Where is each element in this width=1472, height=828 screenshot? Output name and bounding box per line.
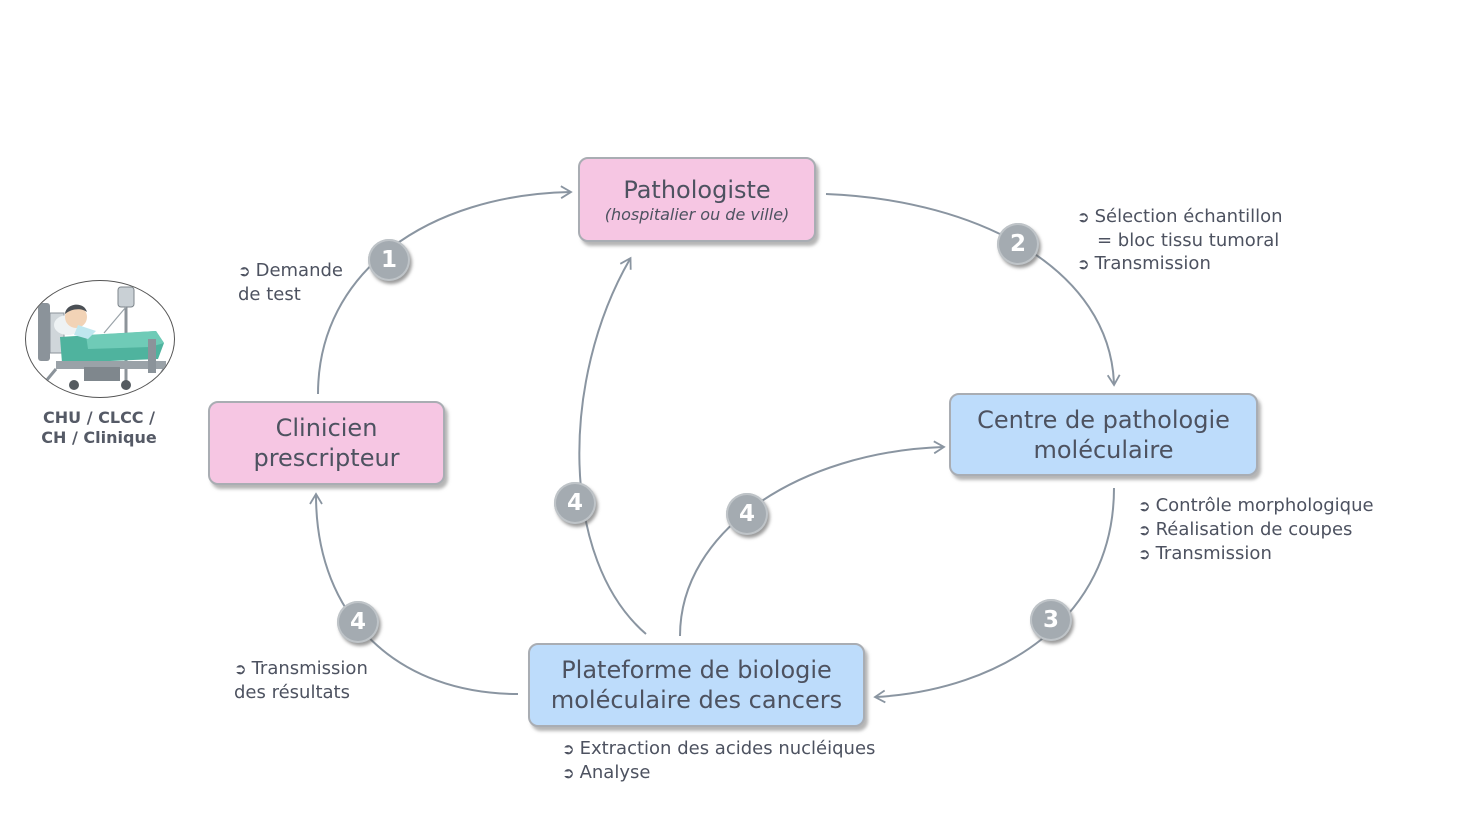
step-badge-3: 3 xyxy=(1030,599,1072,641)
arrow-plateforme-to-centre xyxy=(679,440,946,637)
clinicien-line1: Clinicien xyxy=(275,414,378,442)
centre-line1: Centre de pathologie xyxy=(977,405,1230,434)
note-selection-echantillon: ➲Sélection échantillon = bloc tissu tumo… xyxy=(1077,206,1283,274)
bullet-arrow-icon: ➲ xyxy=(1077,208,1090,226)
arrow-pathologiste-to-centre xyxy=(825,193,1121,387)
step-badge-4-pathologiste: 4 xyxy=(554,482,596,524)
bullet-arrow-icon: ➲ xyxy=(238,262,251,280)
bullet-arrow-icon: ➲ xyxy=(1077,255,1090,273)
box-plateforme: Plateforme de biologie moléculaire des c… xyxy=(528,643,865,727)
note-controle-morphologique: ➲Contrôle morphologique ➲Réalisation de … xyxy=(1138,495,1374,564)
arrow-clinicien-to-pathologiste xyxy=(317,185,573,395)
bullet-arrow-icon: ➲ xyxy=(1138,497,1151,515)
bullet-arrow-icon: ➲ xyxy=(234,660,247,678)
centre-line2: moléculaire xyxy=(1033,435,1174,464)
arrow-centre-to-plateforme xyxy=(873,487,1115,704)
note-demande-test: ➲Demande de test xyxy=(238,260,343,305)
site-label: CHU / CLCC / CH / Clinique xyxy=(28,408,170,448)
clinicien-line2: prescripteur xyxy=(253,444,400,472)
pathologiste-title: Pathologiste xyxy=(623,175,771,204)
box-clinicien: Clinicien prescripteur xyxy=(208,401,445,485)
bullet-arrow-icon: ➲ xyxy=(562,740,575,758)
pathologiste-subtitle: (hospitalier ou de ville) xyxy=(604,204,790,224)
note-transmission-resultats: ➲Transmission des résultats xyxy=(234,658,368,703)
bullet-arrow-icon: ➲ xyxy=(562,764,575,782)
plateforme-line1: Plateforme de biologie xyxy=(561,656,832,684)
step-badge-4-centre: 4 xyxy=(726,493,768,535)
site-label-line1: CHU / CLCC / xyxy=(43,408,155,427)
box-pathologiste: Pathologiste (hospitalier ou de ville) xyxy=(578,157,816,242)
bullet-arrow-icon: ➲ xyxy=(1138,545,1151,563)
bullet-arrow-icon: ➲ xyxy=(1138,521,1151,539)
step-badge-1: 1 xyxy=(368,239,410,281)
step-badge-4-results: 4 xyxy=(337,601,379,643)
box-centre-pathologie: Centre de pathologie moléculaire xyxy=(949,393,1258,476)
step-badge-2: 2 xyxy=(997,223,1039,265)
arrow-plateforme-to-pathologiste xyxy=(578,256,647,635)
site-label-line2: CH / Clinique xyxy=(41,428,157,447)
plateforme-line2: moléculaire des cancers xyxy=(550,686,843,714)
patient-in-hospital-bed-icon xyxy=(25,280,175,398)
note-extraction-analyse: ➲Extraction des acides nucléiques ➲Analy… xyxy=(562,738,876,783)
arrow-plateforme-to-clinicien xyxy=(309,492,519,695)
